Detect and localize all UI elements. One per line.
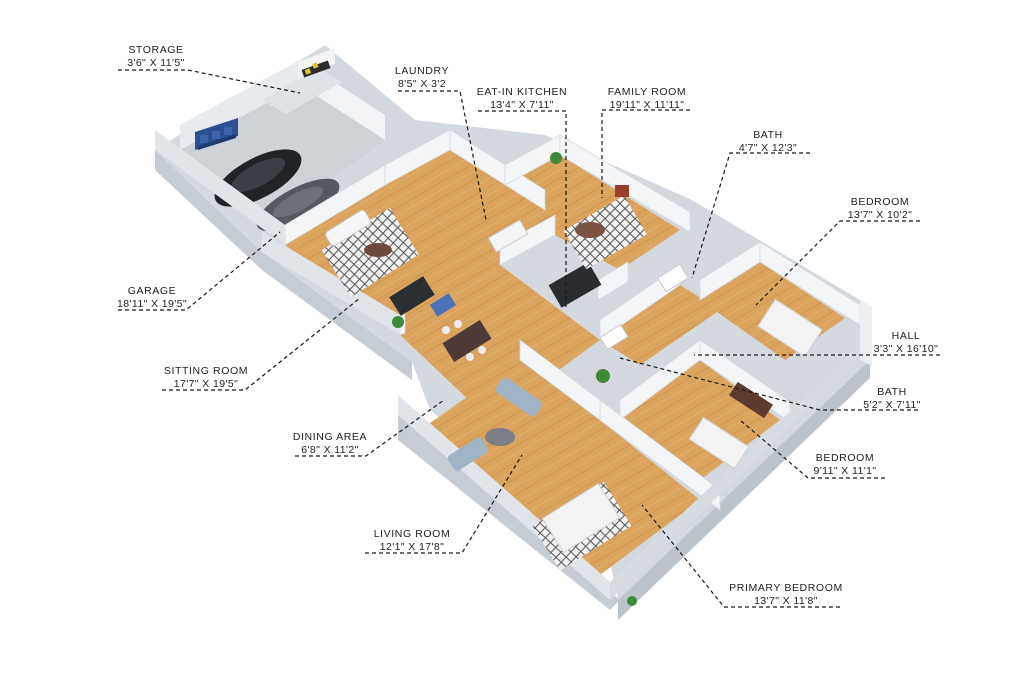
leader-kitchen	[478, 110, 567, 310]
leader-dining	[295, 399, 445, 457]
callout-sitting-dims: 17'7" X 19'5"	[174, 378, 239, 390]
family-fireplace	[615, 185, 629, 197]
callout-bedroom2-name: BEDROOM	[816, 452, 874, 464]
callout-laundry: LAUNDRY 8'5" X 3'2	[395, 65, 449, 90]
slab-front-mid	[262, 252, 412, 380]
callout-kitchen: EAT-IN KITCHEN 13'4" X 7'11"	[477, 86, 567, 111]
leader-garage	[118, 231, 281, 311]
primary-bed	[541, 482, 621, 554]
callout-bedroom1-name: BEDROOM	[851, 196, 909, 208]
plant-icon	[596, 369, 610, 383]
leader-laundry	[398, 90, 487, 221]
callout-bedroom2-dims: 9'11" X 11'1"	[814, 465, 877, 477]
callout-bath2-name: BATH	[877, 386, 907, 398]
callout-laundry-name: LAUNDRY	[395, 65, 449, 77]
callout-living-name: LIVING ROOM	[374, 528, 451, 540]
plant-icon	[392, 316, 404, 328]
living-chair	[447, 437, 489, 471]
family-coffee-table	[575, 222, 605, 238]
leader-bath1	[691, 152, 810, 279]
sitting-sofa	[325, 210, 371, 246]
callout-primary-name: PRIMARY BEDROOM	[729, 582, 843, 594]
callout-living-dims: 12'1" X 17'8"	[380, 541, 445, 553]
callout-garage: GARAGE 18'11" X 19'5"	[117, 285, 187, 310]
plant-icon	[627, 596, 637, 606]
callout-storage-dims: 3'6" X 11'5"	[127, 57, 185, 69]
garage-car-gray	[256, 178, 340, 232]
leader-bedroom2	[739, 419, 885, 479]
callout-primary-dims: 13'7" X 11'8"	[754, 595, 818, 607]
callout-bath2: BATH 5'2" X 7'11"	[863, 386, 921, 411]
callout-bedroom1: BEDROOM 13'7" X 10'2"	[848, 196, 913, 221]
sitting-art	[429, 293, 457, 317]
bath1-vanity	[657, 263, 689, 293]
leader-bedroom1	[755, 220, 920, 306]
bedroom1-bed	[757, 298, 823, 358]
family-floor	[505, 155, 680, 270]
callout-living: LIVING ROOM 12'1" X 17'8"	[374, 528, 451, 553]
furniture	[321, 152, 823, 606]
callout-kitchen-dims: 13'4" X 7'11"	[490, 99, 554, 111]
leader-family	[601, 109, 690, 198]
kitchen-island	[548, 262, 602, 308]
callout-dining-dims: 6'8" X 11'2"	[301, 444, 359, 456]
interior-walls	[284, 129, 861, 511]
living-coffee-table	[485, 428, 515, 446]
callout-garage-name: GARAGE	[128, 285, 177, 297]
plant-icon	[550, 152, 562, 164]
callout-bath1-name: BATH	[753, 129, 783, 141]
callout-leaders	[118, 69, 940, 608]
callout-bath1: BATH 4'7" X 12'3"	[739, 129, 797, 154]
callout-bath2-dims: 5'2" X 7'11"	[863, 399, 921, 411]
callout-laundry-dims: 8'5" X 3'2	[398, 78, 446, 90]
sitting-piano	[389, 276, 435, 316]
callout-storage: STORAGE 3'6" X 11'5"	[127, 44, 185, 69]
callout-family-name: FAMILY ROOM	[608, 86, 687, 98]
leader-bath2	[619, 357, 918, 411]
bedroom2-desk	[729, 381, 773, 419]
sitting-coffee-table	[364, 243, 392, 257]
callout-bedroom2: BEDROOM 9'11" X 11'1"	[814, 452, 877, 477]
dining-table	[442, 320, 492, 362]
bath2-vanity	[599, 324, 629, 350]
garage-shelving	[195, 118, 238, 150]
callout-hall-name: HALL	[892, 330, 921, 342]
callout-hall-dims: 3'3" X 16'10"	[874, 343, 939, 355]
callout-family: FAMILY ROOM 19'11" X 11'11"	[608, 86, 687, 111]
callout-primary: PRIMARY BEDROOM 13'7" X 11'8"	[729, 582, 843, 607]
callout-storage-name: STORAGE	[128, 44, 183, 56]
kitchen-counter	[487, 219, 529, 253]
callout-bath1-dims: 4'7" X 12'3"	[739, 142, 797, 154]
callout-hall: HALL 3'3" X 16'10"	[874, 330, 939, 355]
callout-family-dims: 19'11" X 11'11"	[610, 99, 685, 111]
callout-labels: STORAGE 3'6" X 11'5" LAUNDRY 8'5" X 3'2 …	[117, 44, 938, 607]
leader-primary	[641, 504, 840, 608]
callout-sitting-name: SITTING ROOM	[164, 365, 248, 377]
callout-kitchen-name: EAT-IN KITCHEN	[477, 86, 567, 98]
callout-bedroom1-dims: 13'7" X 10'2"	[848, 209, 913, 221]
storage-area	[262, 48, 342, 114]
callout-garage-dims: 18'11" X 19'5"	[117, 298, 187, 310]
family-rug	[563, 195, 647, 270]
callout-dining-name: DINING AREA	[293, 431, 367, 443]
callout-sitting: SITTING ROOM 17'7" X 19'5"	[164, 365, 248, 390]
hall-floor	[600, 285, 720, 365]
storage-floor	[262, 68, 342, 114]
slab-front-left	[155, 150, 262, 270]
bedroom2-bed	[688, 416, 750, 470]
callout-dining: DINING AREA 6'8" X 11'2"	[293, 431, 367, 456]
leader-storage	[118, 69, 301, 94]
living-sofa	[495, 377, 543, 417]
slab-front-right	[618, 360, 870, 620]
